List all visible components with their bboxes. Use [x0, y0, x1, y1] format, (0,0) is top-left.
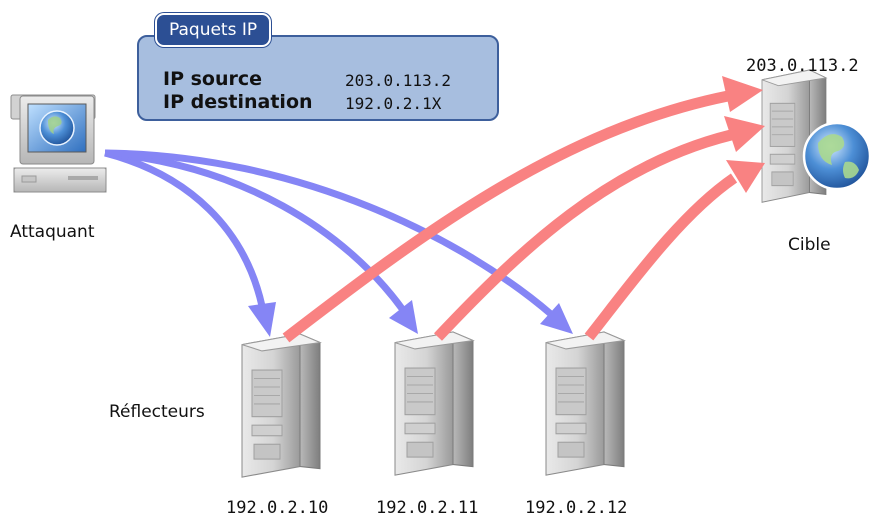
destination-ip-label: IP destination — [163, 91, 313, 113]
reflector-server-icon-3 — [545, 331, 625, 476]
target-label: Cible — [788, 235, 831, 255]
reflector-ip-label-1: 192.0.2.10 — [226, 498, 329, 518]
source-ip-label: IP source — [163, 68, 263, 90]
packet-info-box: IP source 203.0.113.2 IP destination 192… — [137, 35, 499, 121]
request-arrowhead-2 — [389, 300, 418, 334]
attacker-label: Attaquant — [10, 222, 95, 242]
request-arrow-1 — [104, 149, 266, 307]
reflected-arrow-3 — [584, 173, 738, 341]
request-arrow-3 — [104, 149, 555, 318]
reflector-server-icon-1 — [241, 333, 321, 478]
reflector-ip-label-2: 192.0.2.11 — [376, 498, 479, 518]
request-arrowhead-3 — [540, 303, 573, 334]
reflected-arrow-1 — [282, 90, 730, 343]
reflectors-label: Réflecteurs — [109, 402, 205, 422]
target-ip-label: 203.0.113.2 — [746, 56, 859, 76]
reflected-arrowhead-3 — [726, 160, 765, 193]
computer-icon — [10, 94, 107, 193]
reflector-server-icon-2 — [394, 331, 474, 476]
reflected-arrow-2 — [433, 129, 733, 341]
source-ip-value: 203.0.113.2 — [345, 71, 451, 90]
reflected-arrowhead-2 — [724, 116, 765, 152]
destination-ip-value: 192.0.2.1X — [345, 94, 442, 113]
request-arrowhead-1 — [248, 302, 276, 337]
request-arrow-2 — [104, 149, 406, 313]
packet-box-title: Paquets IP — [155, 13, 272, 47]
reflected-arrowhead-1 — [722, 76, 763, 112]
globe-icon — [802, 121, 872, 191]
reflector-ip-label-3: 192.0.2.12 — [525, 498, 628, 518]
